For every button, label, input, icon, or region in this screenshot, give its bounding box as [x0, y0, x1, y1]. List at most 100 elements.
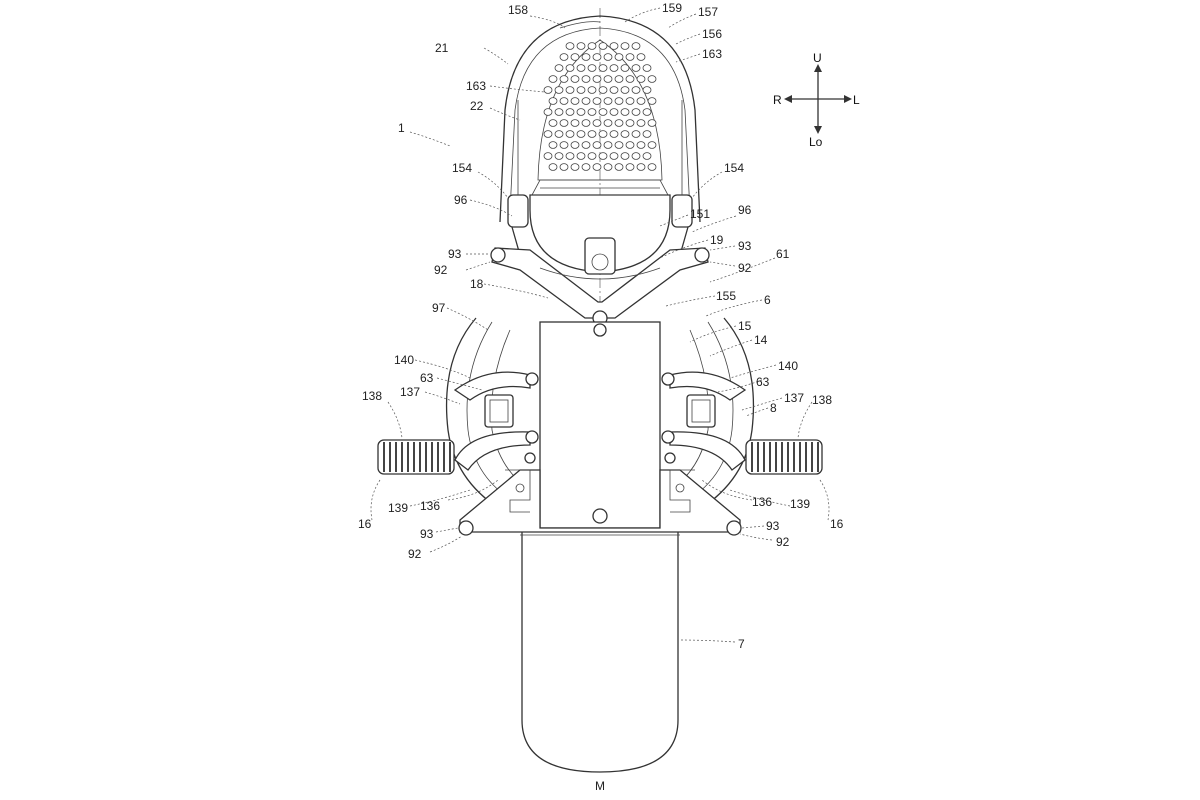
- perforation-dot: [581, 97, 591, 105]
- perforation-dot: [554, 64, 564, 72]
- perforation-dot: [570, 97, 580, 105]
- perforation-dot: [636, 163, 646, 171]
- perforation-dot: [576, 152, 586, 160]
- perforation-dot: [587, 42, 597, 50]
- ref-139-right: 139: [790, 497, 810, 511]
- perforation-dot: [581, 53, 591, 61]
- perforation-dot: [587, 86, 597, 94]
- ref-21: 21: [435, 41, 449, 55]
- perforation-dot: [592, 97, 602, 105]
- perforation-dot: [576, 64, 586, 72]
- head-cover: [499, 15, 701, 223]
- perforation-dot: [570, 163, 580, 171]
- dir-right-label: L: [853, 93, 860, 107]
- perforation-dot: [603, 141, 613, 149]
- perforation-dot: [554, 108, 564, 116]
- perforation-dot: [598, 130, 608, 138]
- ref-18: 18: [470, 277, 484, 291]
- ref-159: 159: [662, 1, 682, 15]
- perforation-dot: [631, 42, 641, 50]
- ref-163-right: 163: [702, 47, 722, 61]
- perforation-dot: [614, 75, 624, 83]
- right-suspension: [661, 371, 747, 513]
- ref-158: 158: [508, 3, 528, 17]
- ref-140-right: 140: [778, 359, 798, 373]
- perforation-dot: [620, 64, 630, 72]
- perforation-dot: [609, 152, 619, 160]
- ref-155: 155: [716, 289, 736, 303]
- ref-19: 19: [710, 233, 724, 247]
- perforation-dot: [559, 119, 569, 127]
- direction-indicator: U Lo R L: [773, 51, 860, 149]
- ref-8: 8: [770, 401, 777, 415]
- ref-16-right: 16: [830, 517, 844, 531]
- perforation-dot: [614, 119, 624, 127]
- perforation-dot: [576, 86, 586, 94]
- ref-96-left: 96: [454, 193, 468, 207]
- perforation-dot: [625, 75, 635, 83]
- perforation-dot: [581, 75, 591, 83]
- ref-22: 22: [470, 99, 484, 113]
- ref-96-right: 96: [738, 203, 752, 217]
- perforation-dot: [598, 64, 608, 72]
- perforation-dot: [642, 152, 652, 160]
- perforation-dot: [642, 64, 652, 72]
- perforation-dot: [592, 119, 602, 127]
- perforation-dot: [642, 130, 652, 138]
- perforation-dot: [620, 42, 630, 50]
- perforation-dot: [548, 163, 558, 171]
- perforation-dot: [620, 108, 630, 116]
- ref-137-right: 137: [784, 391, 804, 405]
- reference-numerals: 158 159 157 156 163 21 163 22 1 154 154 …: [358, 1, 844, 651]
- perforation-dot: [592, 53, 602, 61]
- perforation-dot: [559, 53, 569, 61]
- perforation-dot: [576, 130, 586, 138]
- perforation-dot: [548, 75, 558, 83]
- perforation-dot: [576, 42, 586, 50]
- perforation-dot: [565, 152, 575, 160]
- perforation-dot: [642, 108, 652, 116]
- perforation-dot: [625, 163, 635, 171]
- ref-14: 14: [754, 333, 768, 347]
- ref-93-lower-right: 93: [766, 519, 780, 533]
- ref-154-right: 154: [724, 161, 744, 175]
- perforation-dot: [565, 64, 575, 72]
- perforation-dot: [565, 42, 575, 50]
- ref-93-upper-right: 93: [738, 239, 752, 253]
- centerline-label: M: [595, 779, 605, 793]
- ref-92-lower-left: 92: [408, 547, 422, 561]
- perforation-dot: [543, 130, 553, 138]
- perforation-dot: [543, 108, 553, 116]
- ref-92-upper-left: 92: [434, 263, 448, 277]
- front-wheel: [521, 529, 679, 773]
- perforation-dot: [587, 152, 597, 160]
- perforation-dot: [543, 86, 553, 94]
- perforation-dot: [587, 108, 597, 116]
- perforation-dot: [559, 97, 569, 105]
- center-body: [539, 321, 661, 529]
- perforation-dot: [636, 75, 646, 83]
- perforation-dot: [554, 86, 564, 94]
- perforation-dot: [598, 42, 608, 50]
- ref-154-left: 154: [452, 161, 472, 175]
- perforation-dot: [636, 119, 646, 127]
- ref-93-lower-left: 93: [420, 527, 434, 541]
- ref-156: 156: [702, 27, 722, 41]
- perforation-dot: [609, 108, 619, 116]
- perforation-dot: [631, 152, 641, 160]
- perforation-dot: [570, 75, 580, 83]
- ref-136-left: 136: [420, 499, 440, 513]
- ref-157: 157: [698, 5, 718, 19]
- perforation-dot: [625, 141, 635, 149]
- ref-63-left: 63: [420, 371, 434, 385]
- perforation-dot: [620, 130, 630, 138]
- perforation-dot: [581, 163, 591, 171]
- ref-163-left: 163: [466, 79, 486, 93]
- perforation-dot: [603, 163, 613, 171]
- dir-left-label: R: [773, 93, 782, 107]
- perforation-dot: [631, 108, 641, 116]
- perforation-dot: [548, 119, 558, 127]
- perforation-dot: [625, 97, 635, 105]
- ref-151: 151: [690, 207, 710, 221]
- perforation-dot: [570, 53, 580, 61]
